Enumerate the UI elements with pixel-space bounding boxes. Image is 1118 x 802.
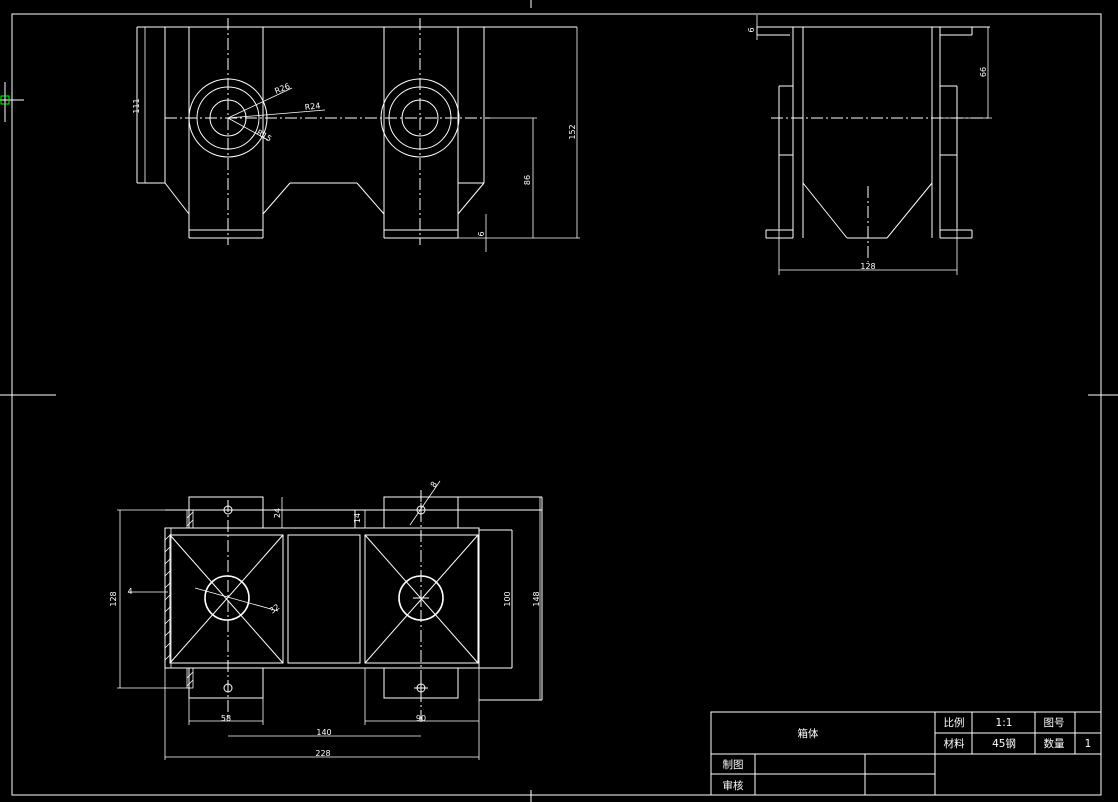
top-dim-d8: 8 (429, 480, 439, 489)
front-dim-86: 86 (523, 175, 532, 185)
title-quantity-label: 数量 (1044, 737, 1066, 750)
title-drawing-no-label: 图号 (1044, 717, 1065, 729)
front-dim-r24: R24 (304, 101, 321, 112)
front-dim-152: 152 (568, 124, 577, 139)
top-dim-148: 148 (532, 591, 541, 606)
title-scale-value: 1:1 (996, 717, 1013, 729)
front-view: R26 R24 R15 111 152 86 6 (132, 18, 580, 252)
front-dim-6: 6 (477, 231, 486, 236)
top-dim-4: 4 (127, 587, 132, 596)
title-part-name: 箱体 (798, 727, 819, 740)
top-dim-d32: 32 (268, 602, 282, 615)
front-dim-r15: R15 (255, 128, 273, 144)
top-dim-228: 228 (315, 749, 330, 758)
title-material-value: 45钢 (992, 737, 1016, 750)
title-material-label: 材料 (944, 737, 965, 750)
top-dim-58: 58 (221, 714, 231, 723)
title-block: 箱体 比例 1:1 图号 材料 45钢 数量 1 制图 审核 (710, 711, 1102, 796)
side-dim-66: 66 (979, 67, 988, 77)
title-reviewed-by-label: 审核 (723, 779, 744, 792)
crosshair-cursor (0, 82, 24, 122)
top-dim-14: 14 (353, 513, 362, 523)
top-dim-90: 90 (416, 714, 426, 723)
sheet-border (11, 13, 1102, 796)
top-dim-24: 24 (273, 508, 282, 518)
top-dim-128: 128 (109, 591, 118, 606)
side-dim-128: 128 (860, 262, 875, 271)
top-view: 128 4 24 14 8 32 100 148 58 90 140 228 (109, 480, 543, 760)
front-dim-111: 111 (132, 98, 141, 113)
side-view: 6 66 128 (747, 15, 992, 275)
title-drawn-by-label: 制图 (723, 758, 744, 771)
front-dim-r26: R26 (273, 82, 291, 96)
top-dim-140: 140 (316, 728, 331, 737)
side-dim-6: 6 (747, 27, 756, 32)
title-scale-label: 比例 (944, 716, 965, 729)
title-quantity-value: 1 (1085, 738, 1092, 750)
top-dim-100: 100 (503, 591, 512, 606)
